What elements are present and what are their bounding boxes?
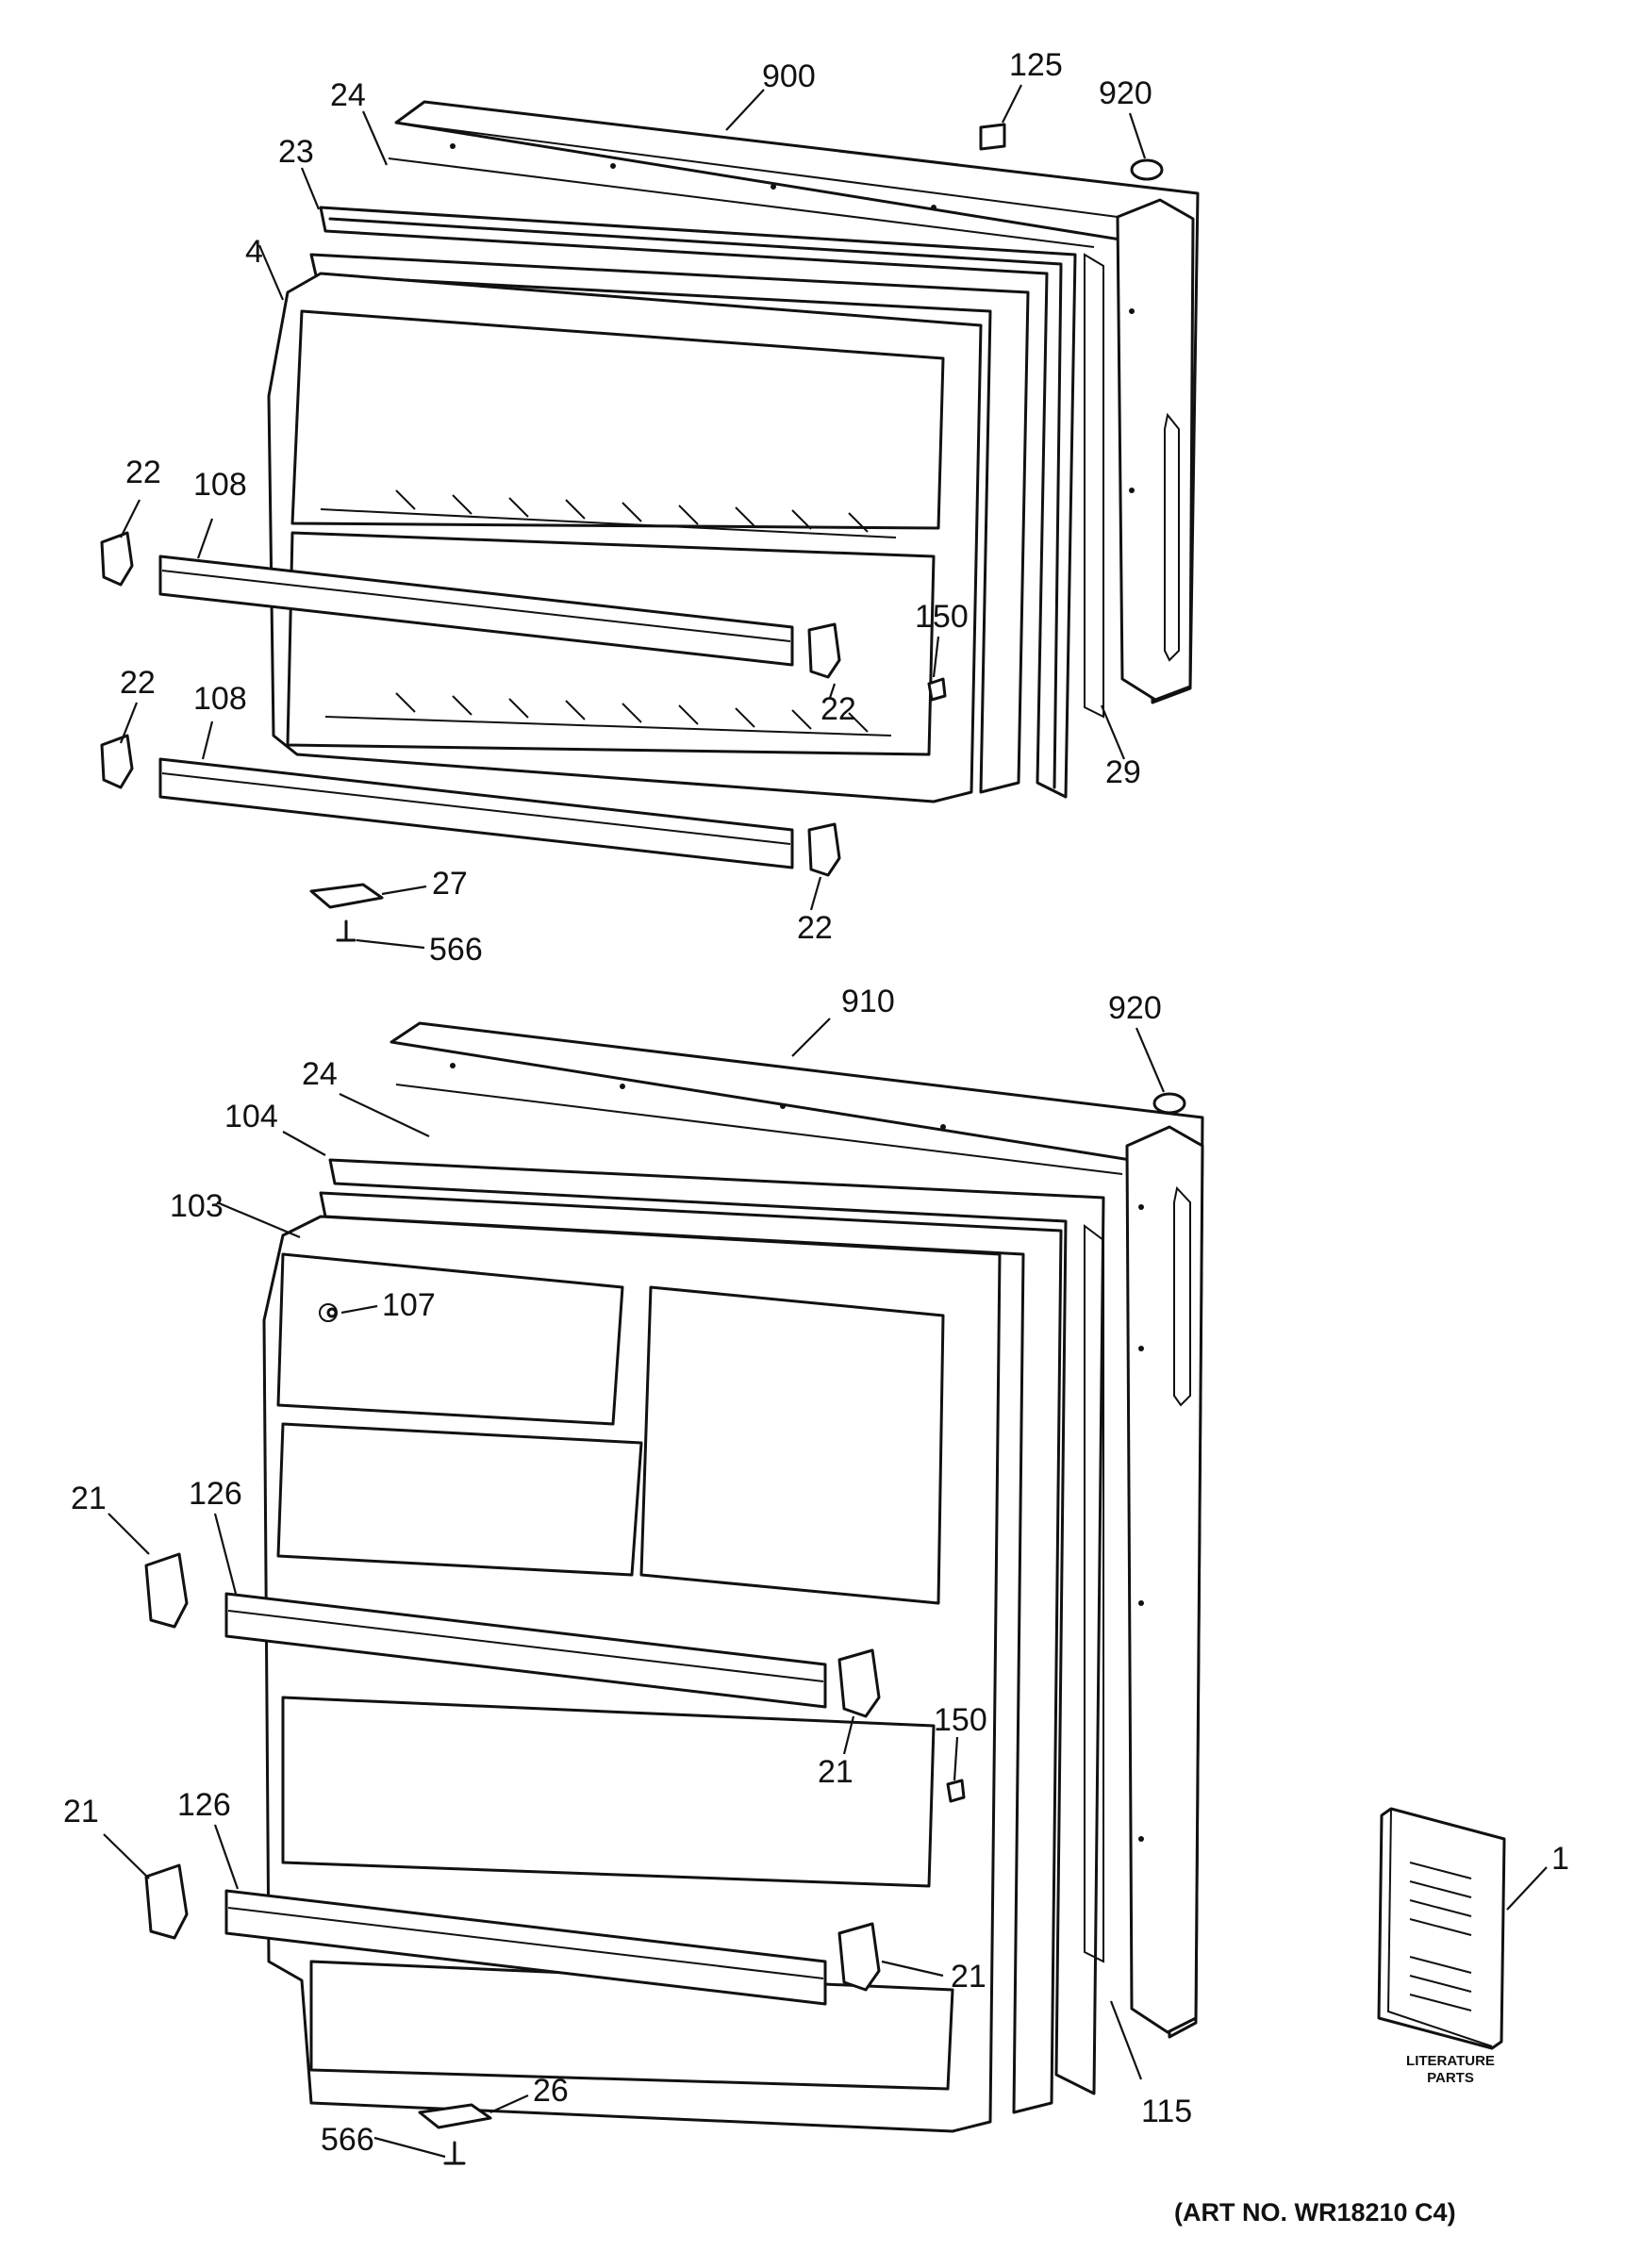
callout-107: 107	[382, 1287, 436, 1323]
freezer-outer-door-panel	[388, 100, 1200, 704]
callout-4: 4	[245, 234, 263, 270]
shelf-bracket-21-right-upper	[837, 1648, 881, 1718]
screw-150-lower	[946, 1779, 966, 1803]
callout-26: 26	[533, 2073, 569, 2109]
plug-125	[979, 123, 1006, 151]
callout-920-upper: 920	[1099, 75, 1152, 111]
screw-566-lower	[443, 2141, 466, 2165]
callout-103: 103	[170, 1188, 224, 1224]
callout-22-right-upper: 22	[820, 691, 856, 727]
callout-126-upper: 126	[189, 1476, 242, 1512]
callout-115: 115	[1141, 2094, 1192, 2129]
callout-21-left-lower: 21	[63, 1794, 99, 1829]
callout-24-lower: 24	[302, 1056, 338, 1092]
dairy-door-knob-107	[326, 1307, 338, 1318]
callout-23: 23	[278, 134, 314, 170]
shelf-bracket-left-upper	[100, 531, 134, 587]
callout-566-lower: 566	[321, 2122, 374, 2158]
literature-parts-booklet: LITERATURE PARTS	[1377, 1807, 1506, 2086]
callout-24-upper: 24	[330, 77, 366, 113]
callout-150-lower: 150	[934, 1702, 987, 1738]
art-number: (ART NO. WR18210 C4)	[1174, 2198, 1456, 2227]
shelf-bracket-right-lower	[807, 822, 841, 877]
fresh-food-door-shelf-upper	[224, 1592, 827, 1709]
callout-125: 125	[1009, 47, 1063, 83]
freezer-inner-door-liner	[267, 272, 983, 803]
shelf-bracket-left-lower	[100, 734, 134, 789]
hinge-cover-26	[418, 2103, 492, 2129]
fresh-food-outer-door-panel	[390, 1021, 1204, 2039]
hinge-cover-27	[309, 883, 384, 909]
cap-920-lower	[1152, 1092, 1186, 1115]
callout-22-right-lower: 22	[797, 910, 833, 946]
fresh-food-door-assembly	[144, 1021, 1204, 2165]
shelf-bracket-right-upper	[807, 622, 841, 679]
callout-29: 29	[1105, 754, 1141, 790]
callout-labels: 900 125 920 24 23 4 22 108 150 22 22 108…	[63, 47, 1569, 2158]
leader-lines	[103, 84, 1548, 2159]
literature-label-line1: LITERATURE	[1406, 2053, 1495, 2069]
freezer-door-shelf-upper	[158, 555, 794, 667]
callout-910: 910	[841, 984, 895, 1019]
callout-104: 104	[224, 1099, 278, 1134]
shelf-bracket-21-left-upper	[144, 1552, 189, 1629]
callout-566-upper: 566	[429, 932, 483, 968]
callout-22-left-upper: 22	[125, 455, 161, 490]
callout-126-lower: 126	[177, 1787, 231, 1823]
freezer-door-shelf-lower	[158, 757, 794, 869]
callout-21-left-upper: 21	[71, 1481, 107, 1516]
shelf-bracket-21-left-lower	[144, 1863, 189, 1940]
literature-label-line2: PARTS	[1427, 2070, 1474, 2086]
callout-22-left-lower: 22	[120, 665, 156, 701]
callout-21-right-lower: 21	[951, 1959, 986, 1995]
screw-566-upper	[336, 919, 356, 942]
shelf-bracket-21-right-lower	[837, 1922, 881, 1992]
freezer-door-assembly	[100, 100, 1200, 942]
callout-27: 27	[432, 866, 468, 902]
callout-108-upper: 108	[193, 467, 247, 503]
screw-150-upper	[927, 677, 947, 702]
callout-900: 900	[762, 58, 816, 94]
callout-21-right-upper: 21	[818, 1754, 854, 1790]
callout-1: 1	[1551, 1841, 1569, 1877]
cap-920-upper	[1130, 158, 1164, 181]
fresh-food-door-shelf-lower	[224, 1889, 827, 2006]
callout-920-lower: 920	[1108, 990, 1162, 1026]
callout-150-upper: 150	[915, 599, 969, 635]
callout-108-lower: 108	[193, 681, 247, 717]
